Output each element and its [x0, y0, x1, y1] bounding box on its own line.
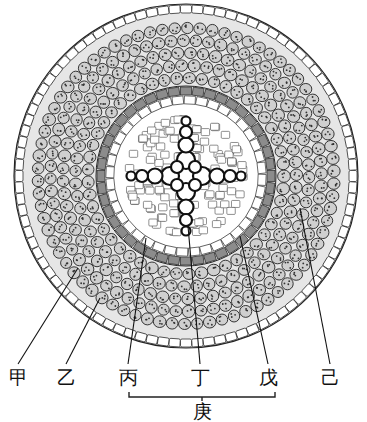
leader-line [18, 268, 78, 364]
endodermis [97, 87, 275, 265]
part-label: 甲 [9, 368, 28, 387]
stele-outline [96, 86, 276, 266]
leader-line [188, 226, 200, 364]
bracket [129, 392, 275, 401]
part-label: 乙 [57, 368, 76, 387]
cortex [32, 22, 340, 329]
epidermis [15, 5, 357, 347]
part-label: 己 [321, 368, 340, 387]
part-label: 庚 [193, 402, 212, 421]
xylem [127, 117, 246, 236]
cell-layers [14, 4, 358, 348]
leader-line [128, 238, 146, 364]
part-label: 丙 [119, 368, 138, 387]
leader-line [66, 298, 100, 364]
leader-line [240, 236, 268, 364]
part-label: 戊 [259, 368, 278, 387]
part-label: 丁 [191, 368, 210, 387]
leader-line [300, 208, 330, 364]
phloem-parenchyma [125, 116, 247, 236]
root-outline [14, 4, 358, 348]
leader-lines [18, 208, 330, 364]
pericycle [106, 96, 266, 256]
